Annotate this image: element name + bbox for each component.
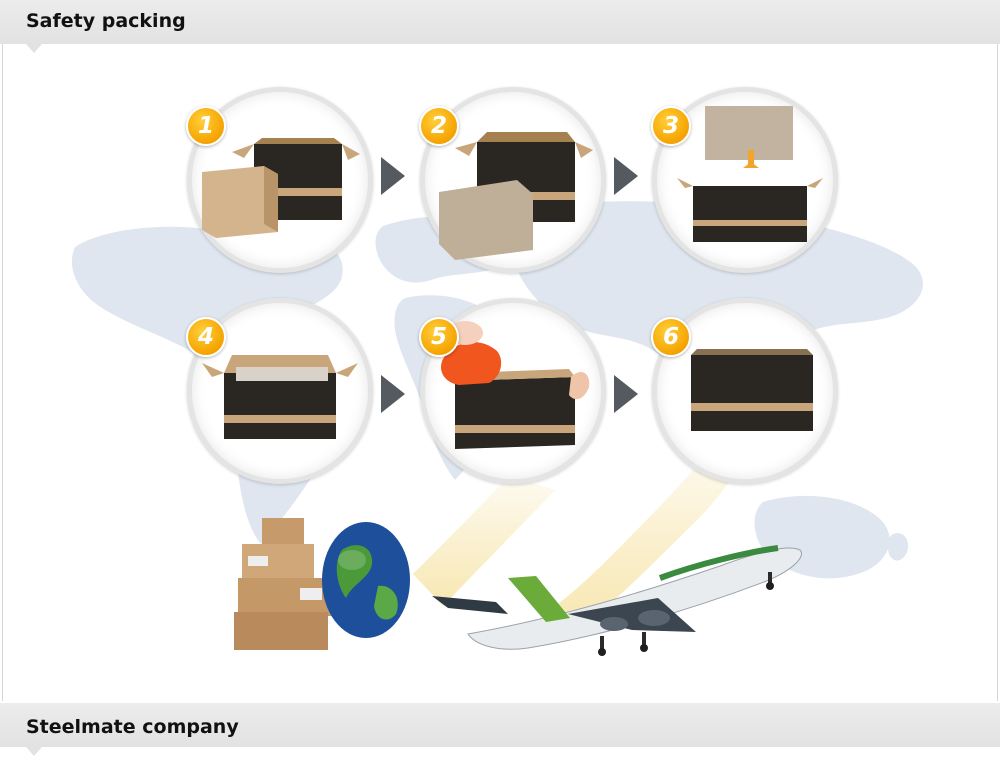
airplane-icon (432, 545, 802, 656)
step-5-tape-box: 5 (419, 298, 606, 484)
page-title: Safety packing (26, 10, 186, 32)
step-4-packed-open-box: 4 (186, 298, 373, 484)
open-box-with-product-inside-illustration (202, 355, 358, 439)
step-2-insert-product: 2 (419, 87, 606, 273)
step-number-badge: 1 (186, 106, 226, 146)
company-name: Steelmate company (26, 716, 239, 738)
open-box-and-insert-illustration (202, 138, 360, 238)
step-1-unpacked-boxes: 1 (186, 87, 373, 273)
globe-icon (322, 522, 410, 638)
taping-box-illustration (440, 321, 590, 449)
header-notch (26, 44, 42, 53)
right-triangle-icon (381, 157, 405, 195)
step-6-sealed-box: 6 (651, 298, 838, 484)
right-triangle-icon (614, 375, 638, 413)
step-number-badge: 3 (651, 106, 691, 146)
header-bar: Safety packing (0, 0, 1000, 44)
right-triangle-icon (381, 375, 405, 413)
step-number-badge: 6 (651, 317, 691, 357)
step-number-badge: 5 (419, 317, 459, 357)
step-3-drop-into-box: 3 (651, 87, 838, 273)
sealed-box-illustration (691, 349, 813, 431)
step-number-badge: 4 (186, 317, 226, 357)
light-beams (413, 444, 749, 624)
step-number-badge: 2 (419, 106, 459, 146)
box-with-wrapped-product-illustration (439, 132, 593, 260)
stacked-boxes-icon (234, 518, 334, 650)
product-dropping-into-box-illustration (677, 106, 823, 242)
footer-notch (26, 747, 42, 756)
footer-bar: Steelmate company (0, 703, 1000, 747)
right-triangle-icon (614, 157, 638, 195)
